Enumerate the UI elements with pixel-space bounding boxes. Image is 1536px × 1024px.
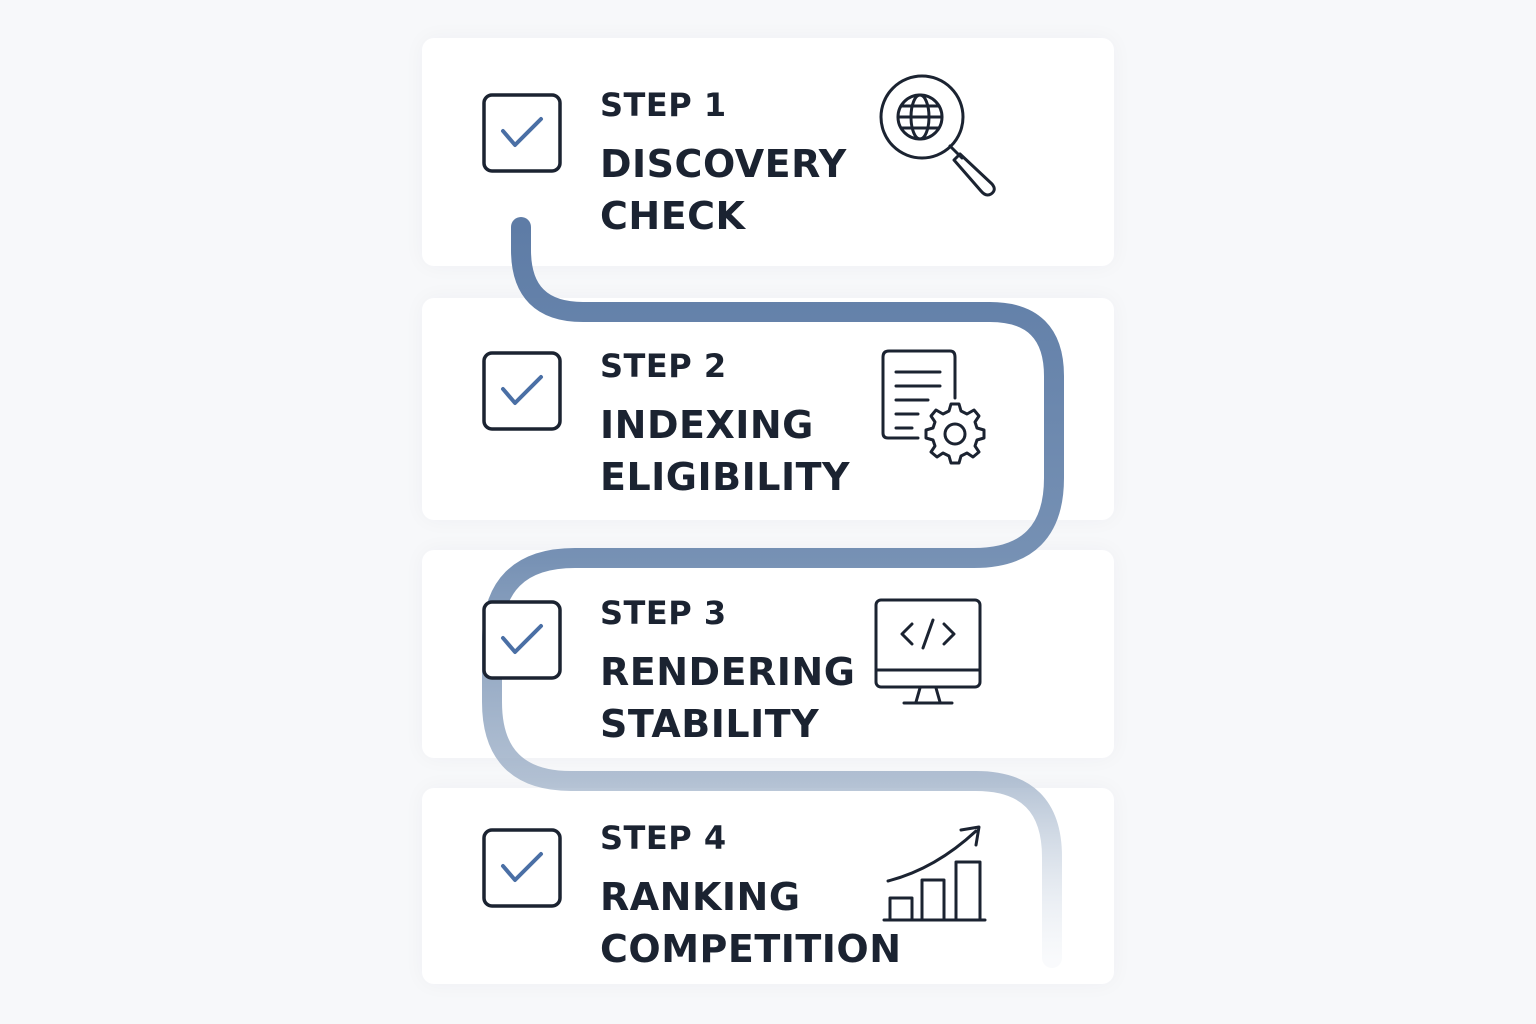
step-label: STEP 2 [600,347,727,385]
step-card-1 [422,38,1114,266]
check-icon [501,375,543,405]
monitor-code-icon [874,598,982,705]
check-icon [501,117,543,147]
step-text-2: STEP 2 INDEXING ELIGIBILITY [600,346,850,503]
step-label: STEP 3 [600,594,727,632]
document-gear-icon [881,349,986,465]
step-title-line: RANKING [600,875,801,919]
growth-bar-chart-icon [882,825,987,922]
step-title-line: DISCOVERY [600,142,847,186]
step-title-line: CHECK [600,194,746,238]
step-title-line: INDEXING [600,403,814,447]
checkbox-3[interactable] [482,600,562,680]
step-title-line: RENDERING [600,650,856,694]
check-icon [501,624,543,654]
checkbox-1[interactable] [482,93,562,173]
step-title-line: COMPETITION [600,927,902,971]
step-title-line: ELIGIBILITY [600,455,851,499]
step-label: STEP 1 [600,86,727,124]
step-text-1: STEP 1 DISCOVERY CHECK [600,85,847,242]
step-text-4: STEP 4 RANKING COMPETITION [600,818,902,975]
step-title-line: STABILITY [600,702,820,746]
check-icon [501,852,543,882]
checkbox-4[interactable] [482,828,562,908]
connector-path [482,217,1064,968]
globe-magnifier-icon [879,74,996,197]
step-text-3: STEP 3 RENDERING STABILITY [600,593,855,750]
checkbox-2[interactable] [482,351,562,431]
step-label: STEP 4 [600,819,727,857]
